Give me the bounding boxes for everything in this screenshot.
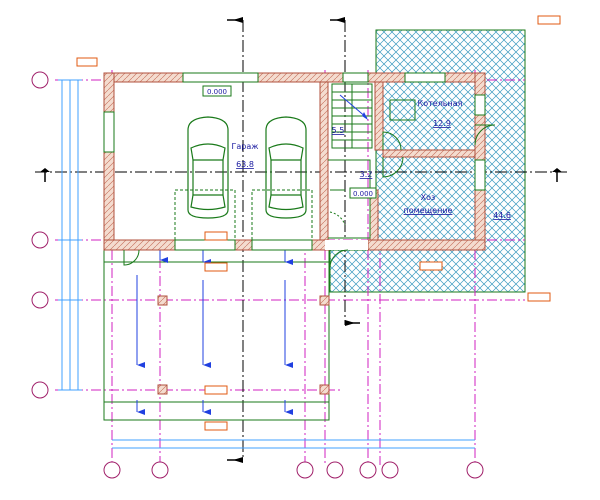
section-markers [40, 17, 562, 463]
boiler-unit [389, 99, 416, 121]
car-right [265, 116, 307, 219]
utility-name-line2: помещение [404, 206, 453, 215]
car-left [187, 116, 229, 219]
hall-level-label: 0.000 [353, 190, 373, 198]
garage-level-label: 0.000 [207, 88, 227, 96]
hall-area: 3.2 [360, 170, 373, 179]
axis-bubbles [31, 71, 484, 479]
stairs [331, 83, 373, 149]
columns [157, 295, 330, 395]
boiler-area: 12.9 [433, 119, 451, 128]
door-swings [123, 124, 496, 269]
room-labels: Гараж 63.8 Котельная 12.9 Хоз помещение … [232, 99, 511, 220]
windows [103, 72, 486, 250]
terrace-area: 44.6 [493, 211, 511, 220]
garage-doors [174, 189, 313, 251]
orange-tags [76, 15, 561, 431]
dimension-lines [58, 79, 475, 449]
stair-area: 5.5 [332, 126, 345, 135]
level-tags: 0.000 0.000 [202, 85, 377, 199]
garage-name: Гараж [232, 142, 259, 151]
hall [328, 159, 371, 239]
utility-name-line1: Хоз [421, 193, 436, 202]
slope-arrows [136, 245, 293, 415]
terrace-hatch [329, 29, 526, 293]
garage-area: 63.8 [236, 160, 254, 169]
boiler-name: Котельная [418, 99, 463, 108]
